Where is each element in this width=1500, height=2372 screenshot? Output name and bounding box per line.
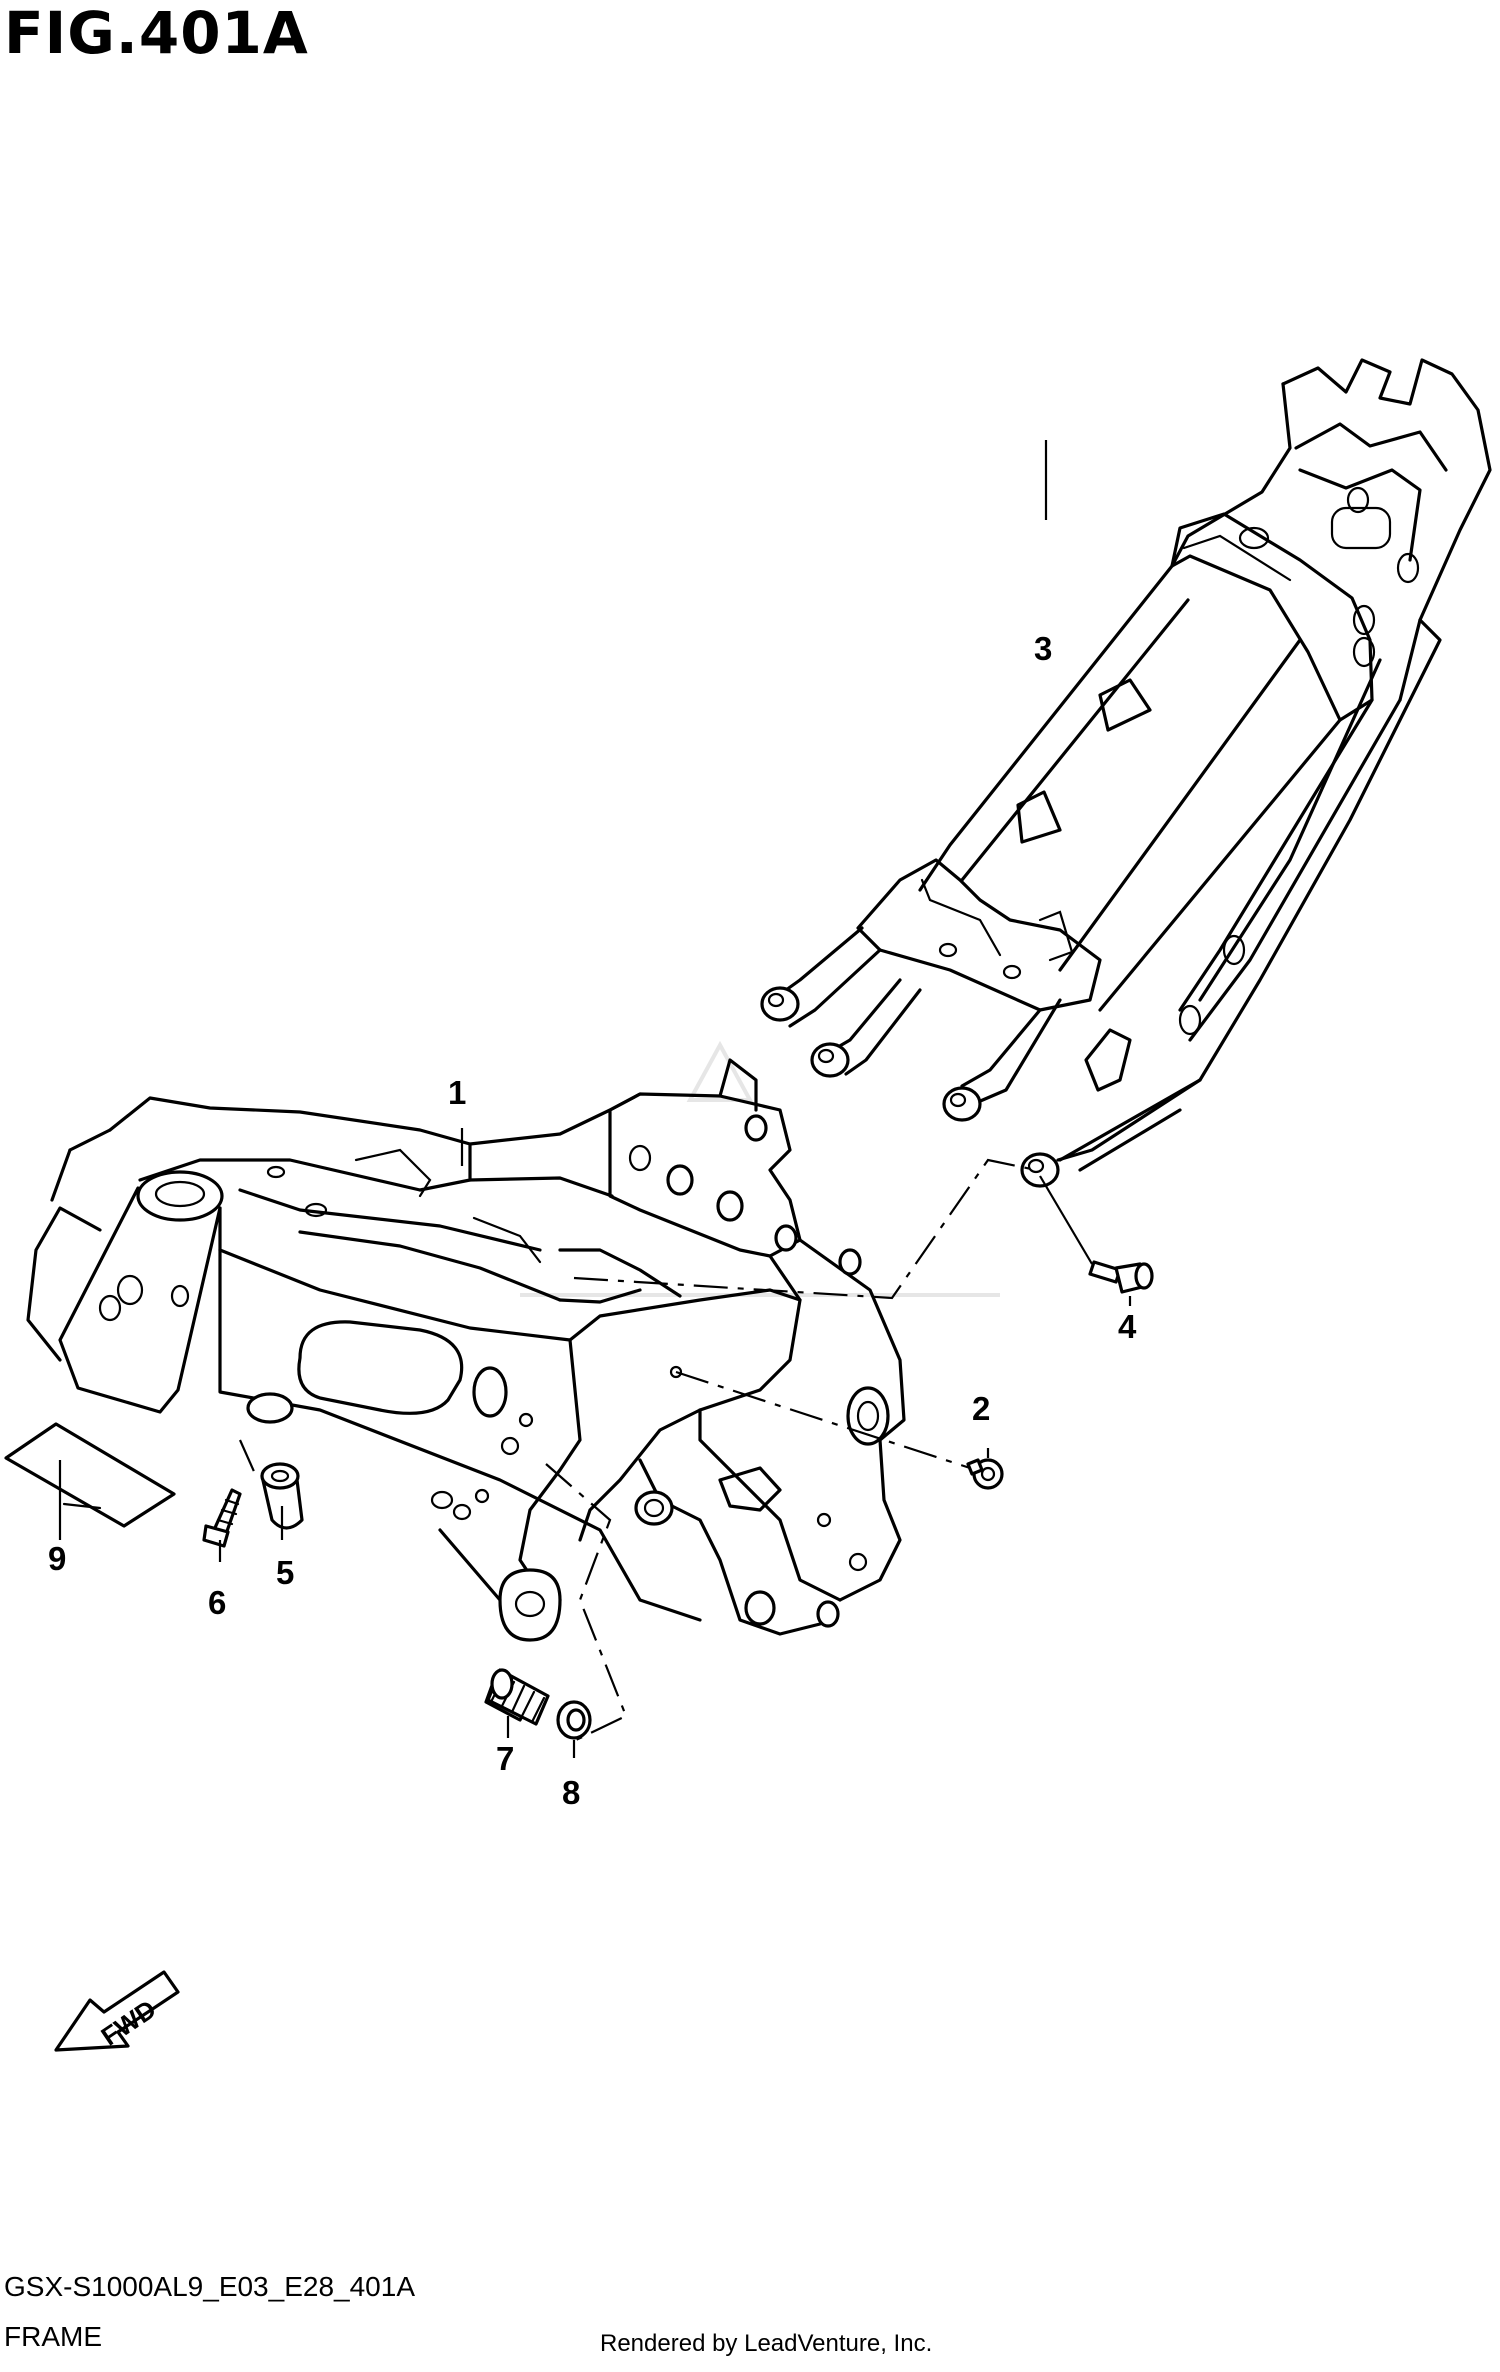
- callout-9: 9: [48, 1540, 66, 1577]
- callout-4: 4: [1118, 1308, 1137, 1345]
- main-frame-part-1: [26, 1058, 906, 1642]
- model-code: GSX-S1000AL9_E03_E28_401A: [4, 2271, 415, 2302]
- washer-part-8: [556, 1700, 592, 1740]
- bolt-part-4: [1088, 1260, 1154, 1294]
- bolt-part-2: [966, 1458, 1004, 1490]
- leadventure-watermark: [520, 1040, 1000, 1297]
- bolt-part-6: [202, 1488, 242, 1548]
- callout-8: 8: [562, 1774, 580, 1811]
- adjuster-part-7: [484, 1668, 550, 1726]
- callout-6: 6: [208, 1584, 226, 1621]
- callout-labels: 1 2 3 4 5 6 7 8 9: [48, 630, 1137, 1811]
- callout-1: 1: [448, 1074, 466, 1111]
- callout-2: 2: [972, 1390, 990, 1427]
- callout-7: 7: [496, 1740, 514, 1777]
- collar-part-5: [260, 1462, 304, 1530]
- fwd-arrow-icon: FWD: [54, 1970, 180, 2052]
- callout-3: 3: [1034, 630, 1052, 667]
- leader-lines: [58, 440, 1132, 1758]
- seat-rail-part-3: [760, 358, 1492, 1188]
- label-part-9: [4, 1422, 176, 1528]
- rendered-by-credit: Rendered by LeadVenture, Inc.: [600, 2330, 933, 2357]
- callout-5: 5: [276, 1554, 294, 1591]
- figure-title: FIG.401A: [4, 0, 309, 67]
- figure-name: FRAME: [4, 2321, 102, 2352]
